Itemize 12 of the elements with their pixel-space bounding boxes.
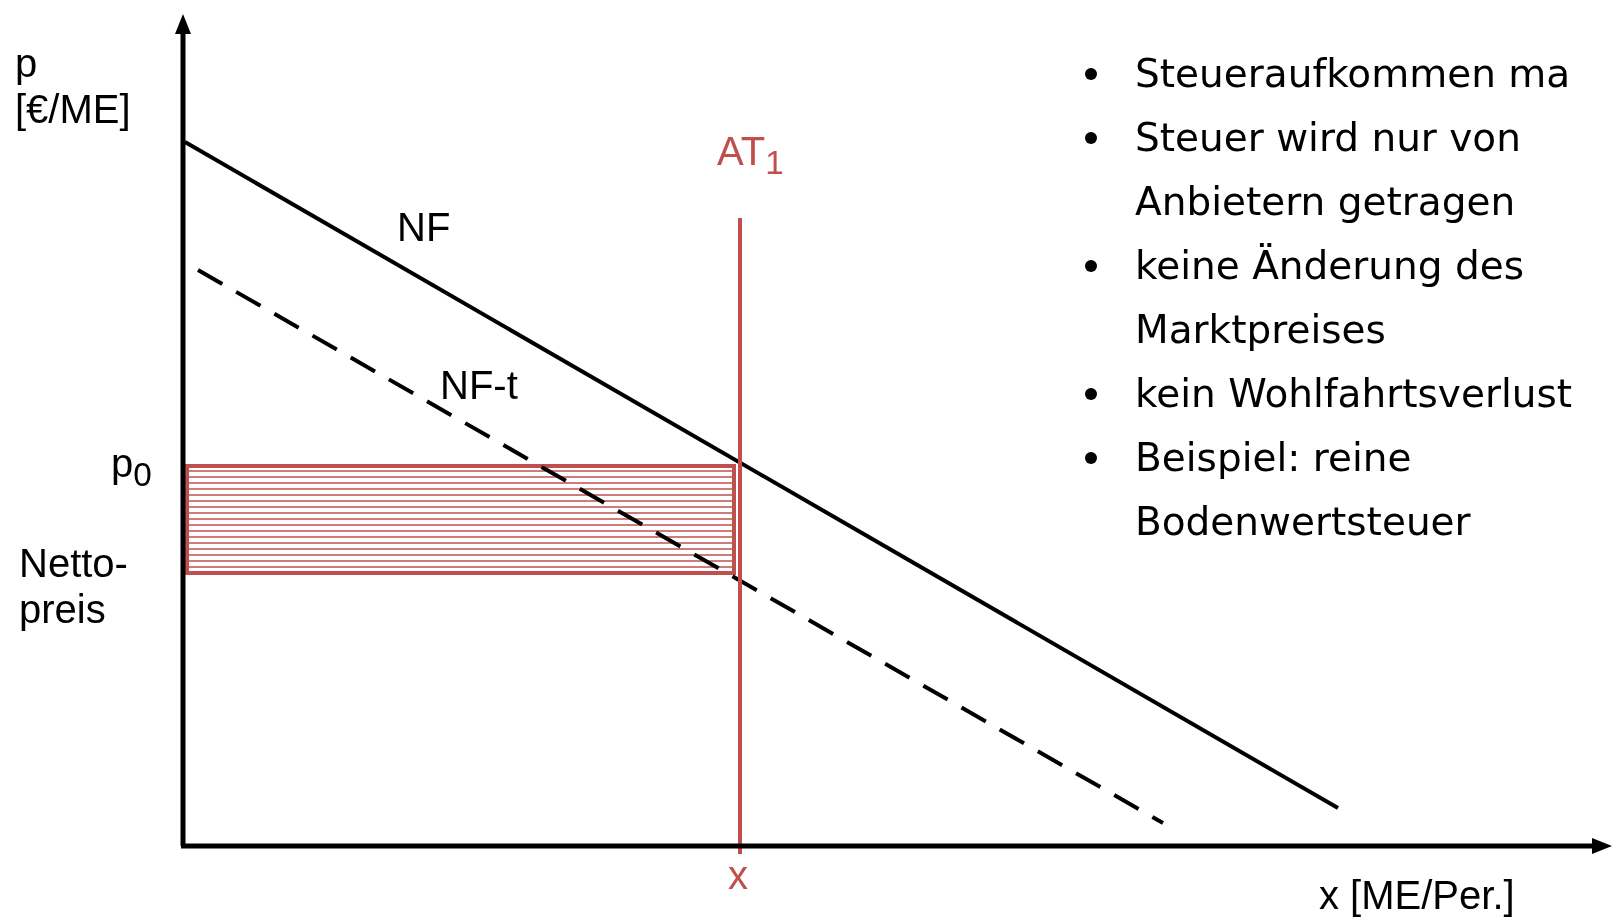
bullet-item: Beispiel: reine Bodenwertsteuer — [1085, 426, 1605, 554]
bullet-item: Steueraufkommen ma — [1085, 42, 1571, 106]
price-label: p$_{0}$ — [111, 440, 152, 495]
hatched-area — [185, 464, 736, 575]
bullet-item: kein Wohlfahrtsverlust — [1085, 362, 1573, 426]
axis-label: x [ME/Per.] — [1319, 872, 1515, 918]
price-label: Netto- preis — [19, 540, 129, 632]
quantity-label: x — [728, 852, 748, 898]
curve-label: NF — [397, 204, 451, 250]
supply-label: AT$_{1}$ — [717, 128, 784, 183]
curve-label: NF-t — [440, 362, 518, 408]
axis-label: p [€/ME] — [15, 40, 132, 132]
